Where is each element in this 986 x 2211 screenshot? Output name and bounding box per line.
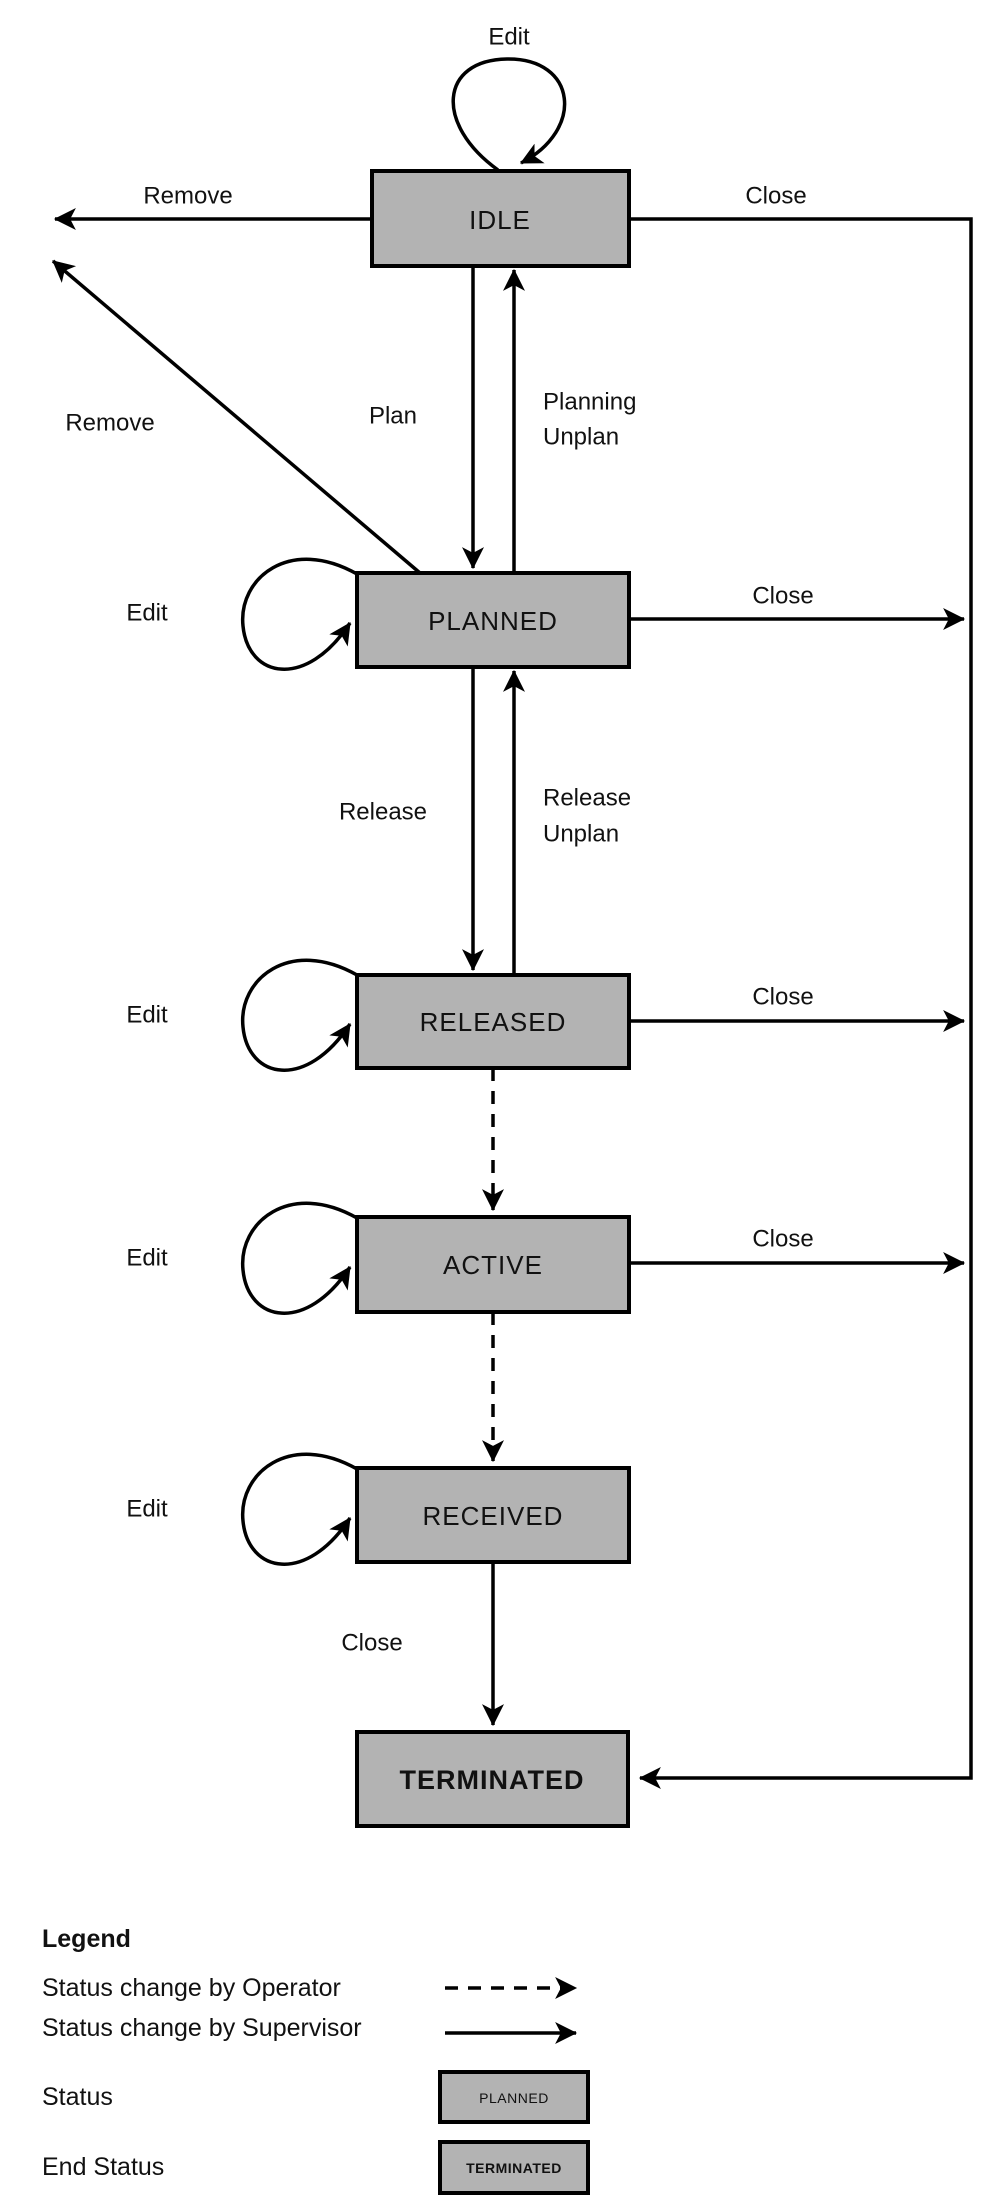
state-node-released: RELEASED	[355, 973, 631, 1070]
legend-status-sample-box	[438, 2070, 590, 2124]
legend-title: Legend	[42, 1925, 131, 1953]
legend-status-label: Status	[42, 2083, 113, 2111]
state-node-planned: PLANNED	[355, 571, 631, 669]
legend-status-sample-label: PLANNED	[479, 2090, 549, 2106]
label-unplan-planning: Unplan	[543, 424, 619, 451]
state-box-terminated	[355, 1730, 630, 1828]
self-loop-idle-edit	[451, 57, 567, 172]
state-label-released: RELEASED	[420, 1007, 567, 1037]
legend: Legend Status change by Operator Status …	[42, 1925, 590, 2195]
label-plan: Plan	[369, 403, 417, 430]
legend-supervisor-label: Status change by Supervisor	[42, 2014, 362, 2042]
label-close-planned: Close	[752, 583, 813, 610]
state-box-idle	[370, 169, 631, 268]
transition-arrow-remove-planned	[51, 259, 422, 575]
state-box-active	[355, 1215, 631, 1314]
label-edit-planned: Edit	[126, 600, 168, 627]
label-edit-idle: Edit	[488, 24, 530, 51]
legend-end-status-sample-box	[438, 2140, 590, 2195]
state-node-terminated: TERMINATED	[355, 1730, 630, 1828]
label-remove-idle: Remove	[143, 183, 232, 210]
label-unplan-release: Unplan	[543, 821, 619, 848]
label-release: Release	[339, 799, 427, 826]
label-edit-released: Edit	[126, 1002, 168, 1029]
state-node-active: ACTIVE	[355, 1215, 631, 1314]
self-loop-planned-edit	[241, 557, 358, 671]
state-box-released	[355, 973, 631, 1070]
state-node-idle: IDLE	[370, 169, 631, 268]
state-box-received	[355, 1466, 631, 1564]
transition-arrow-close-idle-to-terminated	[629, 217, 973, 1789]
self-loop-active-edit	[241, 1201, 358, 1315]
label-close-idle: Close	[745, 183, 806, 210]
state-box-planned	[355, 571, 631, 669]
label-close-received: Close	[341, 1630, 402, 1657]
legend-end-status-label: End Status	[42, 2153, 164, 2181]
state-label-planned: PLANNED	[428, 606, 558, 636]
label-edit-active: Edit	[126, 1245, 168, 1272]
label-release-unplan: Release	[543, 785, 631, 812]
label-edit-received: Edit	[126, 1496, 168, 1523]
self-loop-released-edit	[241, 958, 358, 1072]
state-label-idle: IDLE	[469, 205, 531, 235]
legend-end-status-sample-label: TERMINATED	[466, 2160, 562, 2176]
label-close-released: Close	[752, 984, 813, 1011]
self-loop-received-edit	[241, 1452, 358, 1566]
state-node-received: RECEIVED	[355, 1466, 631, 1564]
state-label-received: RECEIVED	[423, 1501, 564, 1531]
legend-operator-label: Status change by Operator	[42, 1974, 341, 2002]
label-planning: Planning	[543, 389, 636, 416]
state-label-terminated: TERMINATED	[400, 1765, 585, 1795]
label-close-active: Close	[752, 1226, 813, 1253]
label-remove-planned: Remove	[65, 410, 154, 437]
state-label-active: ACTIVE	[443, 1250, 543, 1280]
